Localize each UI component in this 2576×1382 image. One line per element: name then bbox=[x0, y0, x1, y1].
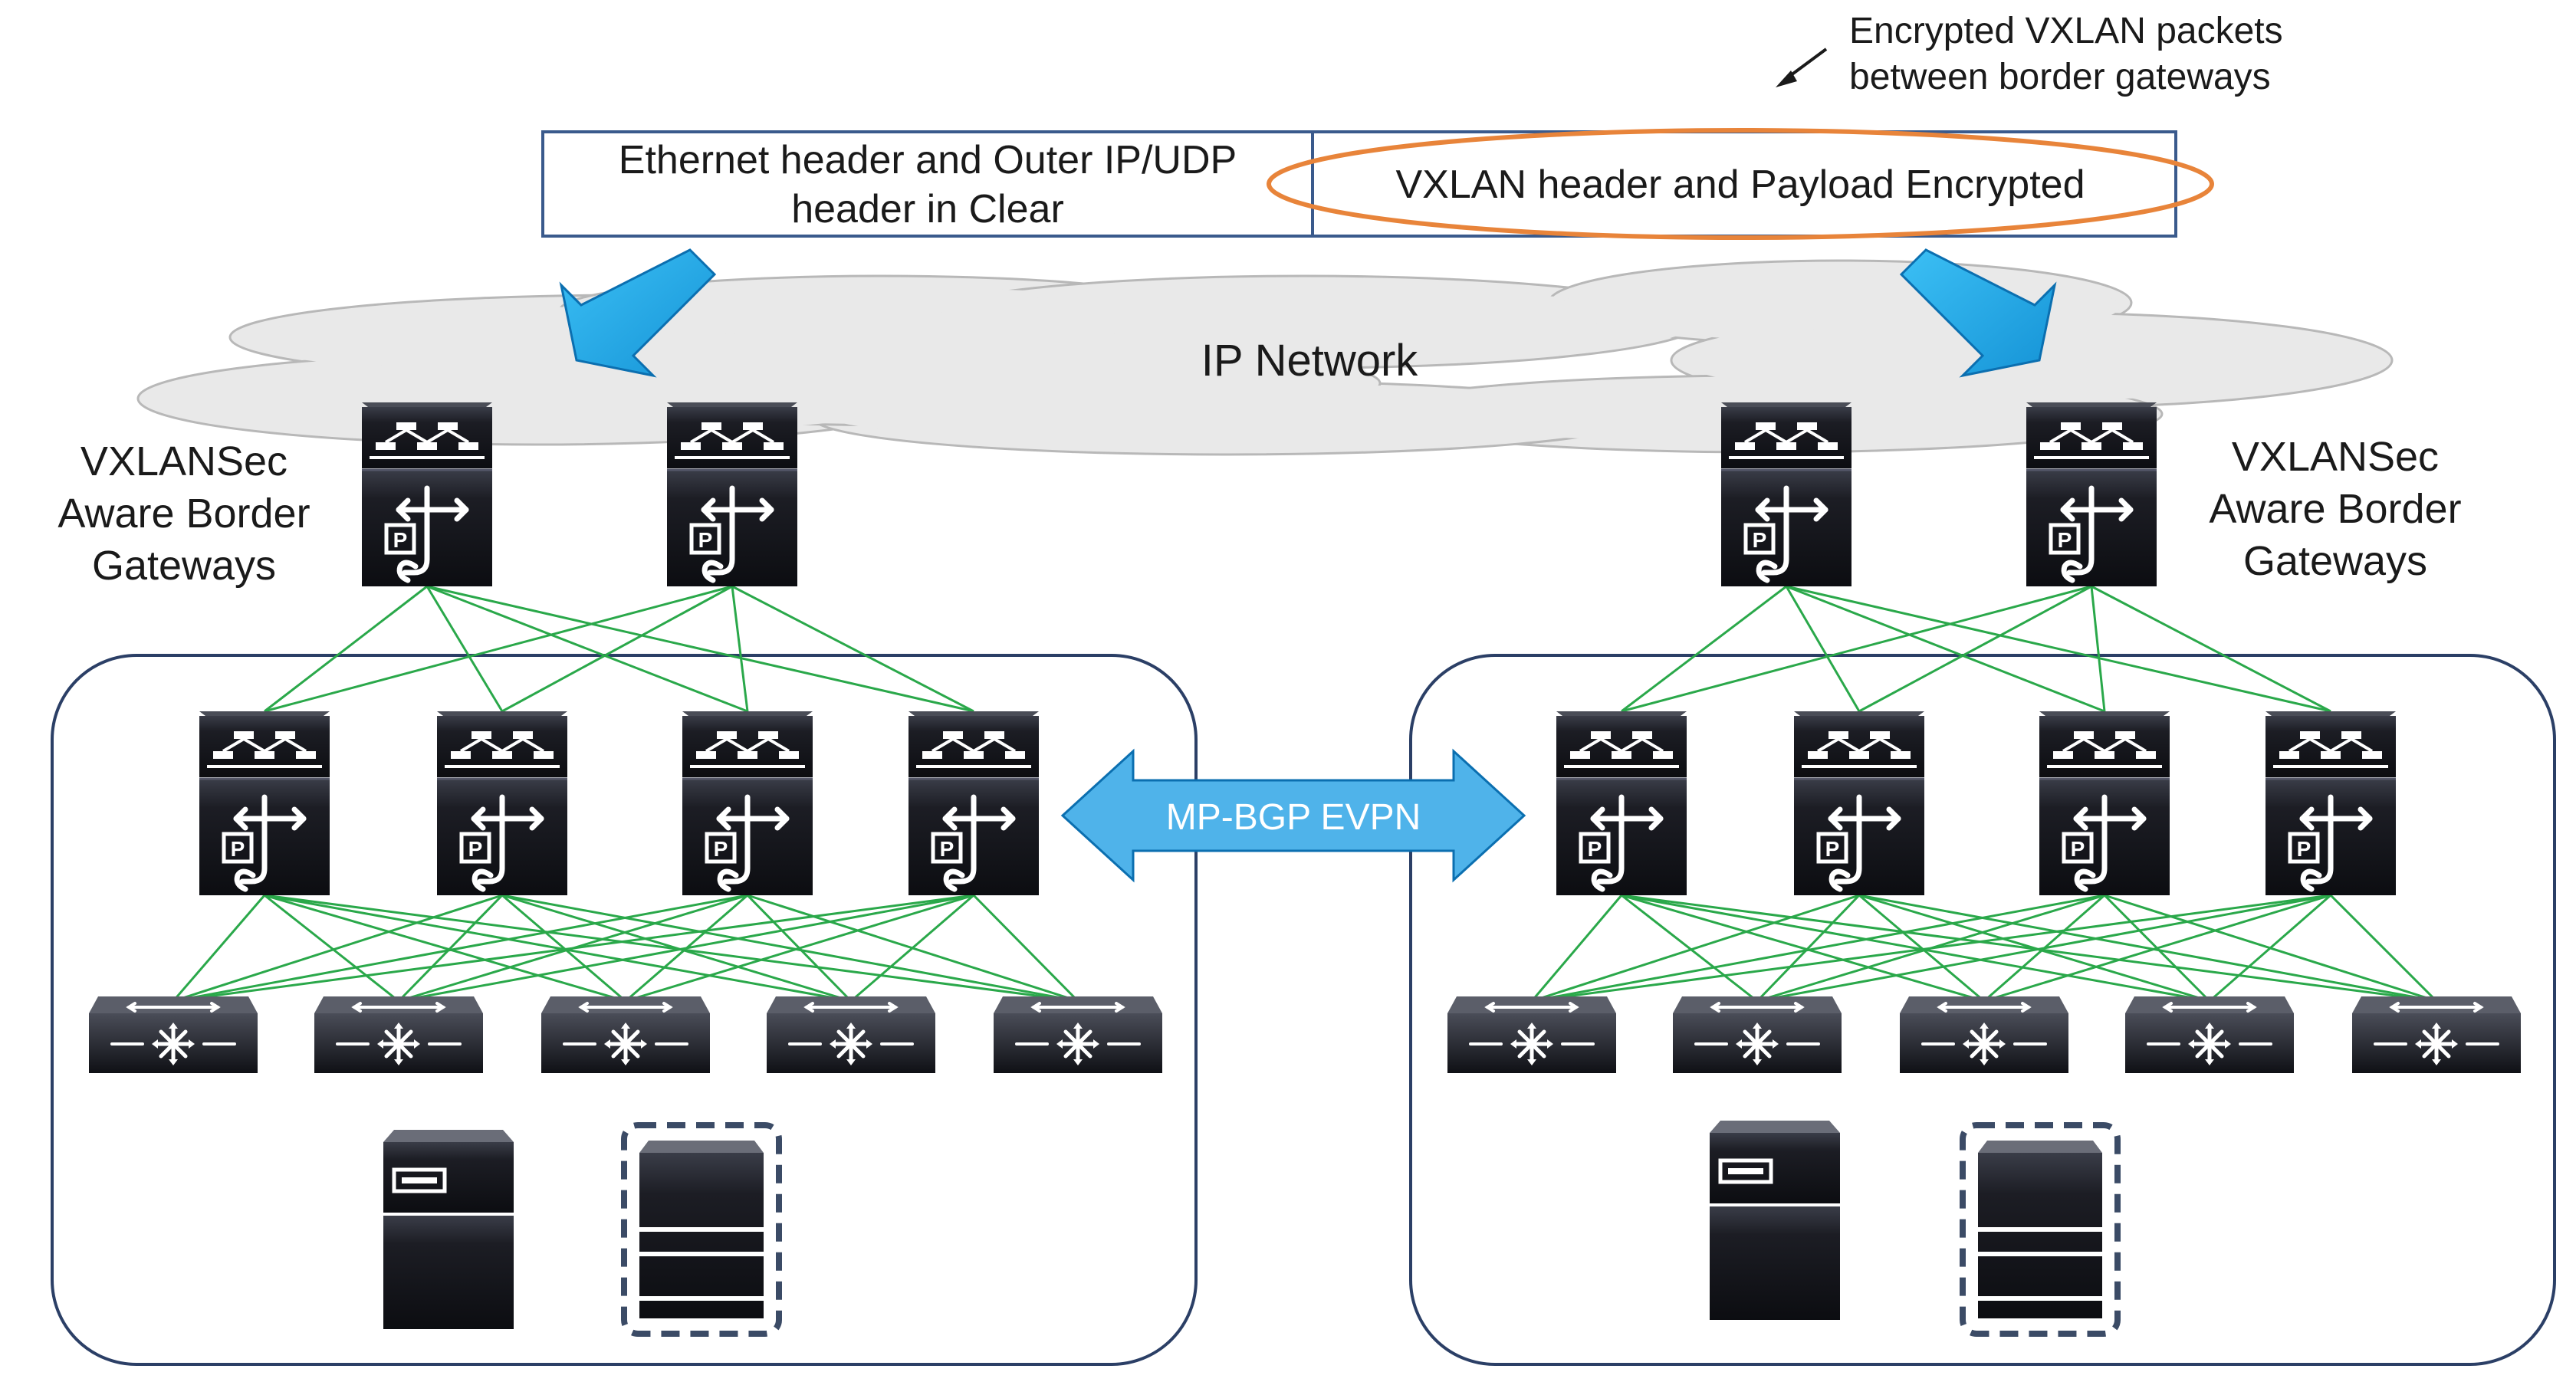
fabric-links bbox=[172, 585, 2438, 1003]
fabric-link bbox=[501, 585, 733, 713]
fabric-link bbox=[426, 585, 974, 713]
evpn-label: MP-BGP EVPN bbox=[1166, 797, 1421, 838]
left-site-container bbox=[51, 654, 1198, 1366]
leaf-switch-icon bbox=[541, 996, 710, 1073]
fabric-link bbox=[1786, 585, 2331, 713]
leaf-switch-icon bbox=[767, 996, 935, 1073]
fabric-link bbox=[731, 586, 749, 712]
fabric-link bbox=[172, 895, 266, 1002]
leaf-switch-icon bbox=[314, 996, 483, 1073]
fabric-link bbox=[1621, 585, 2092, 713]
fabric-link bbox=[501, 894, 1079, 1003]
fabric-link bbox=[2329, 894, 2438, 1003]
fabric-link bbox=[1756, 894, 2331, 1003]
fabric-link bbox=[172, 894, 748, 1003]
ip-network-label: IP Network bbox=[1201, 336, 1419, 386]
clear-header-line1: Ethernet header and Outer IP/UDP bbox=[619, 138, 1237, 182]
fabric-link bbox=[2090, 586, 2106, 712]
right-blue-arrow-icon bbox=[1899, 248, 2057, 378]
right-site-container bbox=[1409, 654, 2556, 1366]
clear-header-line2: header in Clear bbox=[791, 187, 1064, 231]
spine-switch-icon bbox=[2039, 711, 2170, 895]
fabric-link bbox=[397, 894, 504, 1003]
spine-switch-icon bbox=[682, 711, 813, 895]
fabric-link bbox=[972, 894, 1079, 1003]
left-bgw-label-line3: Gateways bbox=[92, 543, 276, 589]
left-blue-arrow-icon bbox=[559, 248, 717, 378]
encrypted-highlight-ellipse bbox=[1267, 128, 2214, 240]
spine-switch-icon bbox=[199, 711, 330, 895]
fabric-link bbox=[1621, 894, 2437, 1003]
fabric-link bbox=[1858, 585, 2092, 713]
fabric-link bbox=[1786, 585, 2105, 713]
fabric-link bbox=[1531, 894, 1860, 1003]
leaf-switch-icon bbox=[89, 996, 258, 1073]
right-bgw-label-line2: Aware Border bbox=[2209, 486, 2461, 532]
right-bgw-label-line1: VXLANSec bbox=[2232, 434, 2439, 480]
callout-line1: Encrypted VXLAN packets bbox=[1849, 11, 2283, 51]
fabric-link bbox=[1785, 586, 1861, 712]
fabric-link bbox=[398, 894, 974, 1003]
fabric-link bbox=[1530, 895, 1623, 1002]
spine-switch-icon bbox=[2266, 711, 2396, 895]
fabric-link bbox=[1858, 894, 2437, 1003]
leaf-switch-icon bbox=[1900, 996, 2068, 1073]
virtual-server-icon bbox=[1963, 1125, 2118, 1334]
fabric-link bbox=[2209, 894, 2331, 1003]
fabric-link bbox=[501, 894, 852, 1003]
fabric-link bbox=[731, 585, 974, 713]
virtual-server-icon bbox=[624, 1125, 779, 1334]
fabric-link bbox=[264, 585, 428, 713]
fabric-link bbox=[264, 585, 733, 713]
server-icon bbox=[1710, 1121, 1840, 1320]
left-bgw-label-line1: VXLANSec bbox=[80, 438, 288, 484]
right-bgw-label-line3: Gateways bbox=[2243, 538, 2427, 584]
border-gateway-switch-icon bbox=[1721, 402, 1852, 586]
fabric-link bbox=[426, 585, 748, 713]
leaf-switch-icon bbox=[994, 996, 1162, 1073]
leaf-switch-icon bbox=[1447, 996, 1616, 1073]
fabric-link bbox=[1621, 894, 1985, 1003]
spine-switch-icon bbox=[909, 711, 1039, 895]
fabric-link bbox=[1756, 894, 1861, 1003]
devices bbox=[89, 402, 2521, 1334]
fabric-link bbox=[1531, 894, 2105, 1003]
callout-line2: between border gateways bbox=[1849, 57, 2271, 97]
fabric-link bbox=[1621, 585, 1787, 713]
leaf-switch-icon bbox=[1673, 996, 1842, 1073]
evpn-double-arrow-icon bbox=[1060, 748, 1526, 883]
server-icon bbox=[383, 1130, 514, 1329]
fabric-link bbox=[264, 894, 626, 1003]
packet-header-box bbox=[541, 130, 2177, 238]
fabric-link bbox=[172, 894, 503, 1003]
fabric-link bbox=[850, 894, 974, 1003]
fabric-link bbox=[1983, 894, 2331, 1003]
fabric-link bbox=[625, 894, 974, 1003]
fabric-link bbox=[264, 894, 1079, 1003]
fabric-link bbox=[264, 894, 852, 1003]
fabric-link bbox=[2091, 585, 2331, 713]
left-bgw-label-line2: Aware Border bbox=[58, 491, 310, 537]
fabric-link bbox=[426, 586, 504, 712]
border-gateway-switch-icon bbox=[362, 402, 492, 586]
leaf-switch-icon bbox=[2352, 996, 2521, 1073]
spine-switch-icon bbox=[437, 711, 567, 895]
fabric-link bbox=[264, 894, 399, 1003]
leaf-switch-icon bbox=[2125, 996, 2294, 1073]
fabric-link bbox=[172, 894, 974, 1003]
fabric-link bbox=[1621, 894, 1758, 1003]
fabric-link bbox=[1621, 894, 2210, 1003]
spine-switch-icon bbox=[1794, 711, 1924, 895]
callout-arrow-icon bbox=[1776, 48, 1828, 87]
encrypted-header-text: VXLAN header and Payload Encrypted bbox=[1395, 162, 2085, 207]
fabric-link bbox=[501, 894, 626, 1003]
border-gateway-switch-icon bbox=[2026, 402, 2157, 586]
border-gateway-switch-icon bbox=[667, 402, 797, 586]
fabric-link bbox=[1858, 894, 1985, 1003]
fabric-link bbox=[1531, 894, 2331, 1003]
spine-switch-icon bbox=[1556, 711, 1687, 895]
fabric-link bbox=[1858, 894, 2210, 1003]
